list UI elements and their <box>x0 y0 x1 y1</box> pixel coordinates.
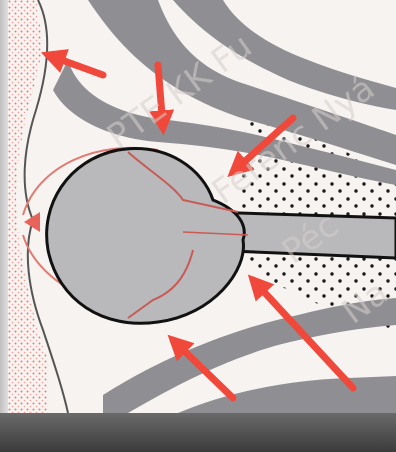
maxillary-bone <box>178 376 396 413</box>
orbit-diagram: PTE KK Fu Ferenc Nyá Péc Na <box>8 0 396 413</box>
page-edge <box>0 0 8 452</box>
arrow-eyelid-upper <box>48 55 103 75</box>
arrow-orbit-roof <box>158 65 163 128</box>
nerve-junction <box>198 214 228 248</box>
page-bottom-edge <box>0 413 396 452</box>
orbit-illustration <box>8 0 396 413</box>
